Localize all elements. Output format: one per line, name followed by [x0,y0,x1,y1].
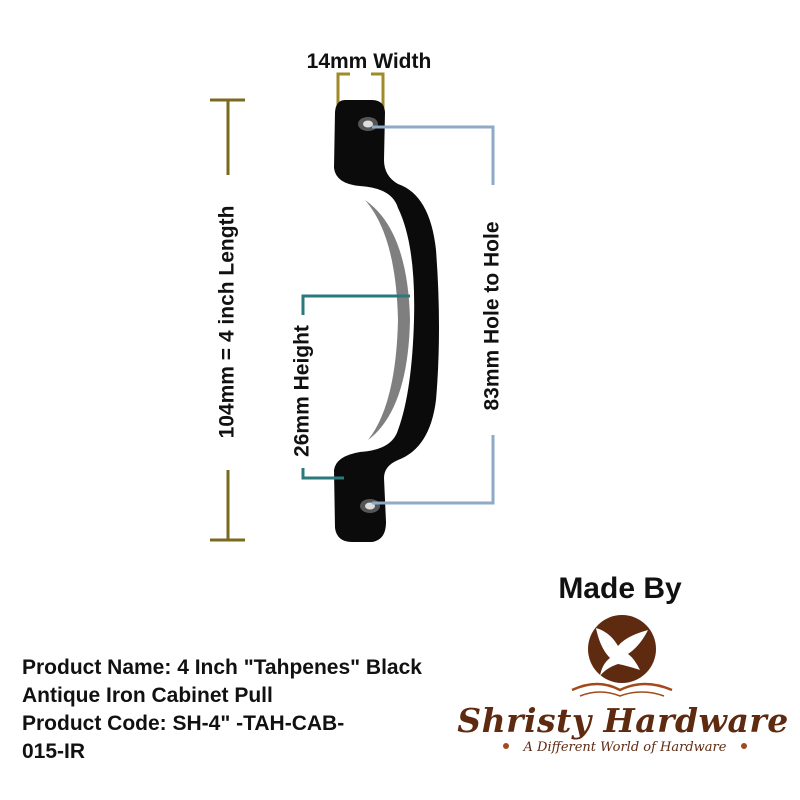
book-swoosh-icon [571,682,673,692]
width-dimension [336,72,385,108]
product-name-line-2: Antique Iron Cabinet Pull [22,684,273,707]
brand-tagline: A Different World of Hardware [523,740,727,755]
cabinet-pull-image [334,100,439,542]
width-label: 14mm Width [307,50,432,73]
product-code-line-1: Product Code: SH-4" -TAH-CAB- [22,712,345,735]
brand-name: Shristy Hardware [457,701,788,740]
hole-to-hole-dimension [372,125,495,505]
dove-icon [596,628,648,676]
length-dimension [210,98,245,542]
height-dimension [301,294,410,480]
height-label: 26mm Height [291,325,314,457]
brand-logo: Shristy Hardware A Different World of Ha… [457,615,788,755]
product-info: Product Name: 4 Inch "Tahpenes" Black An… [22,654,522,766]
made-by-heading: Made By [558,572,682,605]
hole-to-hole-label: 83mm Hole to Hole [481,221,504,410]
product-name-line-1: Product Name: 4 Inch "Tahpenes" Black [22,656,422,679]
length-label: 104mm = 4 inch Length [216,206,239,439]
product-code-line-2: 015-IR [22,740,86,763]
